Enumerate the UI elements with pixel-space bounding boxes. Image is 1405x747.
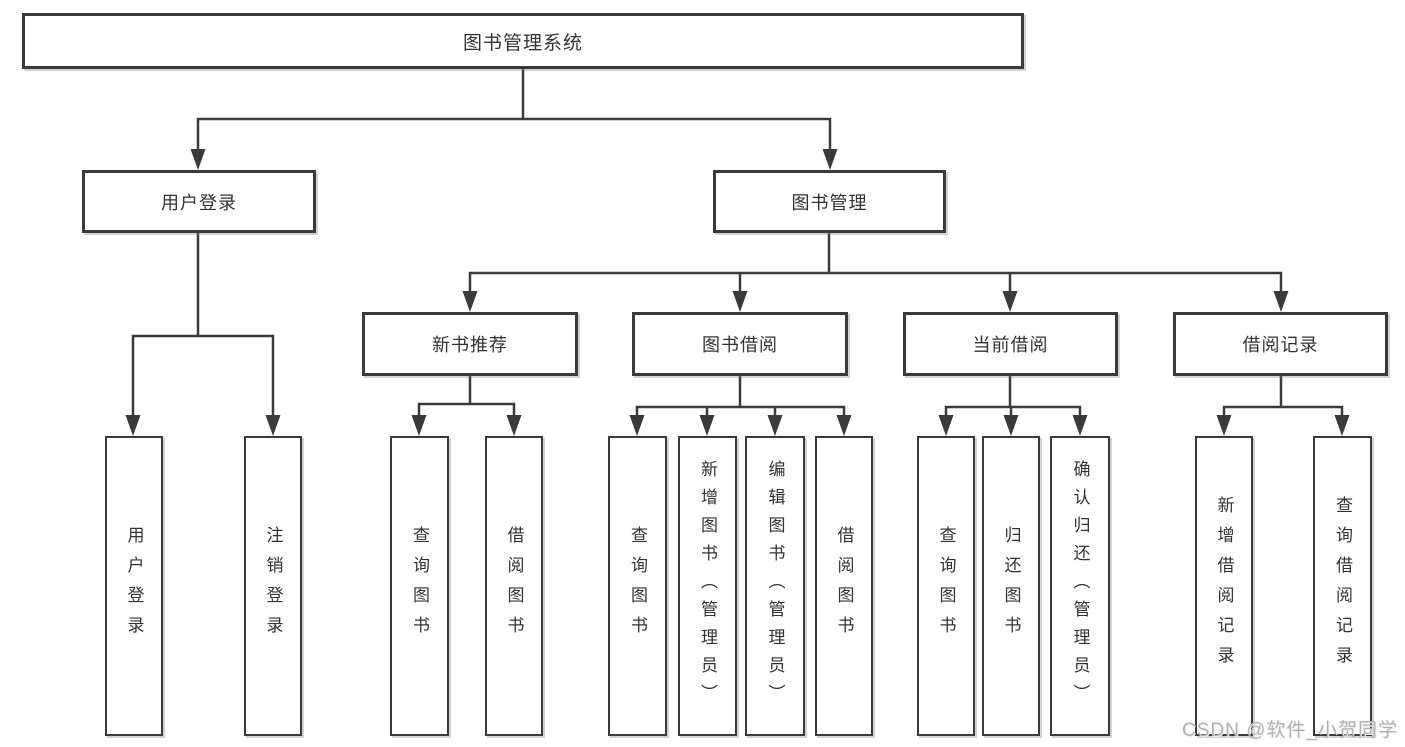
arrowhead-icon bbox=[699, 415, 715, 436]
arrowhead-icon bbox=[190, 149, 206, 170]
node-label: 图书管理系统 bbox=[462, 32, 583, 54]
node-label: 归还图书 bbox=[1001, 526, 1021, 646]
node-bb-query-books: 查询图书 bbox=[608, 436, 667, 736]
csdn-watermark: CSDN @软件_小贺同学 bbox=[1182, 720, 1398, 741]
arrowhead-icon bbox=[462, 291, 478, 312]
node-user-login: 用户登录 bbox=[82, 170, 316, 233]
arrowhead-icon bbox=[1216, 415, 1232, 436]
node-nb-borrow-books: 借阅图书 bbox=[485, 436, 543, 736]
arrowhead-icon bbox=[125, 415, 141, 436]
arrowhead-icon bbox=[629, 415, 645, 436]
node-cb-query-books: 查询图书 bbox=[917, 436, 975, 736]
connector-line bbox=[944, 374, 1082, 418]
connector-line bbox=[1222, 374, 1344, 418]
node-label: 当前借阅 bbox=[972, 335, 1049, 355]
arrowhead-icon bbox=[1072, 415, 1088, 436]
node-label: 借阅图书 bbox=[504, 526, 524, 646]
node-label: 查询图书 bbox=[628, 526, 647, 646]
node-current-borrow: 当前借阅 bbox=[903, 312, 1118, 376]
node-label: 新增借阅记录 bbox=[1214, 496, 1234, 676]
arrowhead-icon bbox=[1002, 291, 1018, 312]
node-label: 查询图书 bbox=[410, 526, 429, 646]
node-bb-borrow-books: 借阅图书 bbox=[815, 436, 873, 736]
node-label: 借阅图书 bbox=[834, 526, 854, 646]
arrowhead-icon bbox=[1003, 415, 1019, 436]
node-label: 查询借阅记录 bbox=[1333, 496, 1352, 676]
node-label: 新书推荐 bbox=[432, 335, 508, 355]
connector-line bbox=[196, 67, 832, 152]
node-user-login-action: 用户登录 bbox=[105, 436, 163, 736]
node-label: 查询图书 bbox=[936, 526, 956, 646]
node-cb-return-books: 归还图书 bbox=[982, 436, 1040, 736]
arrowhead-icon bbox=[732, 291, 748, 312]
node-label: 用户登录 bbox=[161, 192, 237, 213]
arrowhead-icon bbox=[938, 415, 954, 436]
arrowhead-icon bbox=[411, 415, 427, 436]
node-library-management-system: 图书管理系统 bbox=[22, 13, 1024, 69]
arrowhead-icon bbox=[767, 415, 783, 436]
node-label: 用户登录 bbox=[124, 526, 144, 646]
arrowhead-icon bbox=[506, 415, 522, 436]
node-label: 编辑图书（管理员） bbox=[765, 460, 785, 712]
node-label: 确认归还（管理员） bbox=[1070, 460, 1090, 712]
connector-line bbox=[417, 374, 516, 418]
node-bb-edit-books-admin: 编辑图书（管理员） bbox=[745, 436, 805, 736]
node-cb-confirm-return-admin: 确认归还（管理员） bbox=[1050, 436, 1110, 736]
node-bb-add-books-admin: 新增图书（管理员） bbox=[678, 436, 737, 736]
node-book-management: 图书管理 bbox=[713, 170, 946, 233]
arrowhead-icon bbox=[822, 149, 838, 170]
node-label: 注销登录 bbox=[263, 526, 283, 646]
node-label: 新增图书（管理员） bbox=[698, 460, 717, 712]
arrowhead-icon bbox=[1334, 415, 1350, 436]
connector-line bbox=[131, 231, 275, 418]
arrowhead-icon bbox=[836, 415, 852, 436]
arrowhead-icon bbox=[265, 415, 281, 436]
node-label: 图书管理 bbox=[791, 192, 868, 213]
node-label: 图书借阅 bbox=[702, 335, 778, 355]
node-logout: 注销登录 bbox=[244, 436, 302, 736]
connector-line bbox=[468, 231, 1283, 294]
node-label: 借阅记录 bbox=[1242, 335, 1319, 355]
node-rec-query-borrow-record: 查询借阅记录 bbox=[1313, 436, 1372, 736]
node-new-book-recommend: 新书推荐 bbox=[362, 312, 578, 376]
node-rec-add-borrow-record: 新增借阅记录 bbox=[1195, 436, 1253, 736]
arrowhead-icon bbox=[1273, 291, 1289, 312]
connector-line bbox=[635, 374, 846, 418]
node-book-borrow: 图书借阅 bbox=[632, 312, 848, 376]
node-borrow-records: 借阅记录 bbox=[1173, 312, 1388, 376]
node-nb-query-books: 查询图书 bbox=[390, 436, 449, 736]
